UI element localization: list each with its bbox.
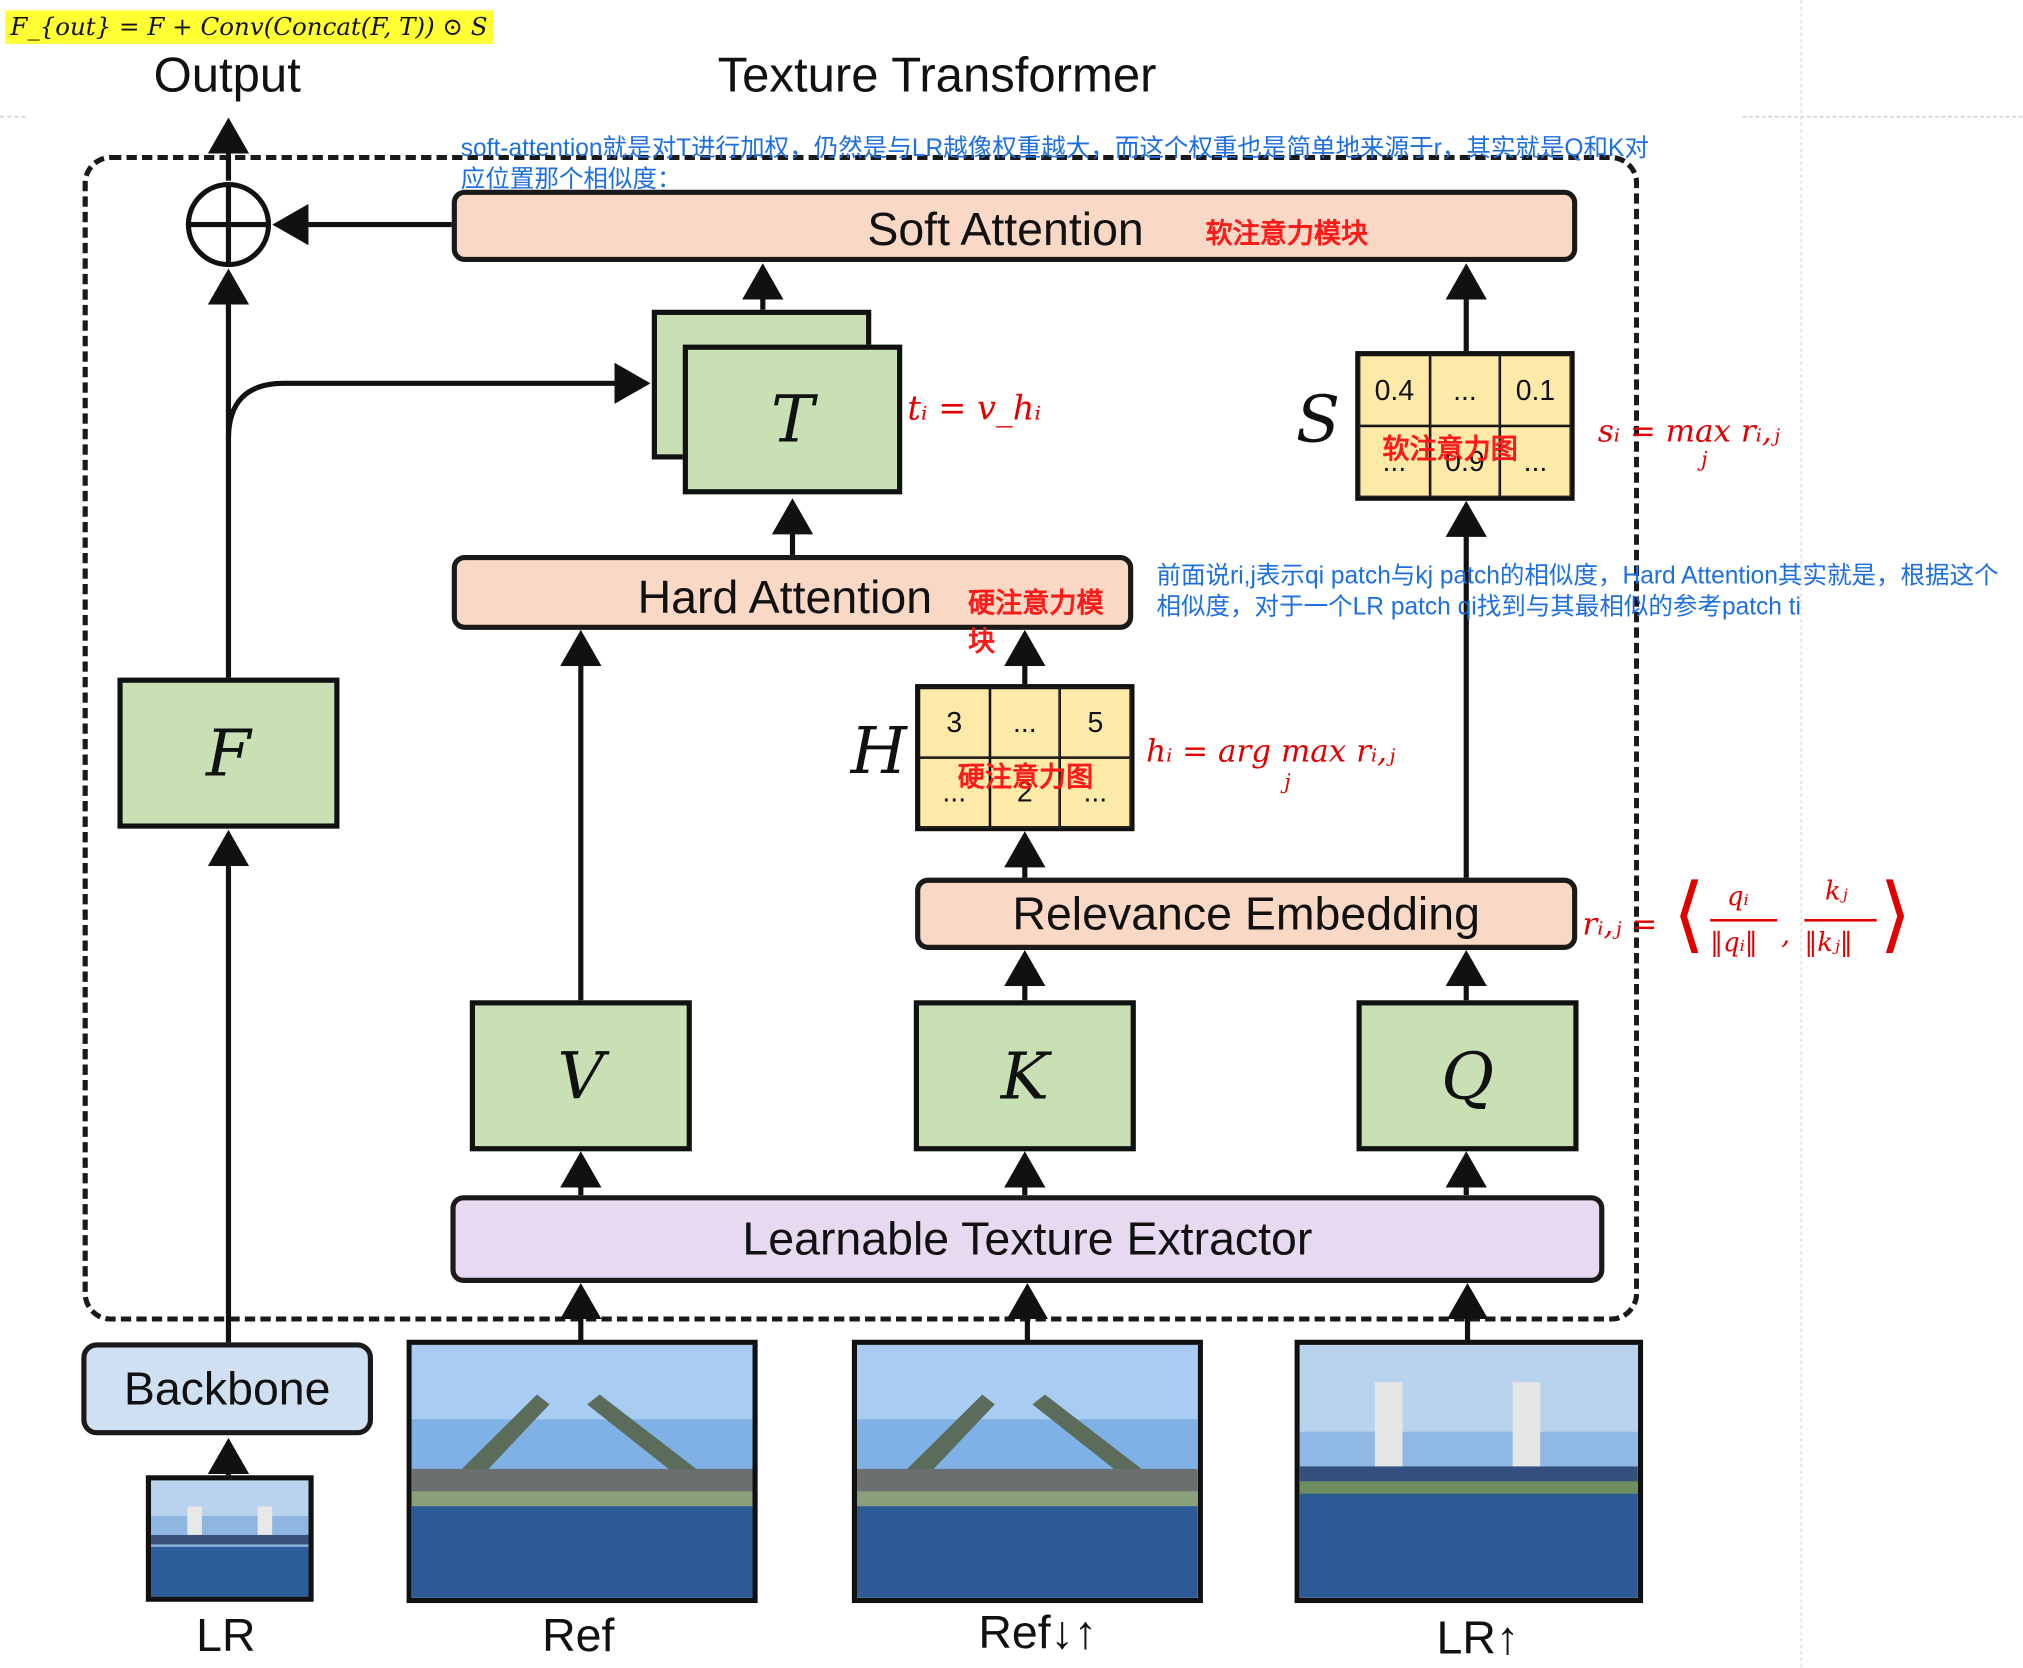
r-equation-lhs: rᵢ,ⱼ = xyxy=(1582,906,1658,943)
elementwise-sum-icon xyxy=(185,181,272,268)
h-cell: ... xyxy=(989,687,1061,758)
key-k-box: K xyxy=(913,1000,1136,1152)
r-k: kⱼ xyxy=(1825,875,1848,907)
diagram-title: Texture Transformer xyxy=(717,49,1157,104)
lr-up-input-image xyxy=(1294,1339,1644,1604)
ref-caption: Ref xyxy=(542,1608,615,1662)
texture-transformer-frame xyxy=(82,154,1640,1322)
h-equation-subscript: j xyxy=(1284,769,1291,794)
lr-caption: LR xyxy=(196,1608,256,1662)
feature-f-label: F xyxy=(206,715,251,791)
soft-map-s-label: S xyxy=(1295,382,1341,457)
output-label: Output xyxy=(153,49,301,104)
r-qn: ‖qᵢ‖ xyxy=(1710,926,1758,958)
s-cell: ... xyxy=(1359,425,1430,497)
lr-up-caption: LR↑ xyxy=(1436,1610,1520,1664)
t-equation: tᵢ = v_hᵢ xyxy=(907,389,1042,429)
s-equation: sᵢ = max rᵢ,ⱼ xyxy=(1597,413,1780,450)
ref-input-image xyxy=(406,1339,758,1604)
page-divider-vertical xyxy=(1800,0,1802,1668)
h-cell: 5 xyxy=(1060,687,1131,758)
hard-map-h-label: H xyxy=(850,713,907,789)
h-cell: 2 xyxy=(989,757,1061,828)
relevance-embedding-label: Relevance Embedding xyxy=(1012,886,1480,940)
backbone-module: Backbone xyxy=(81,1342,374,1436)
hard-attention-note: 前面说ri,j表示qi patch与kj patch的相似度，Hard Atte… xyxy=(1156,562,1999,621)
hard-attention-module: Hard Attention 硬注意力模块 xyxy=(451,555,1134,657)
s-cell: 0.1 xyxy=(1500,354,1571,426)
h-cell: 3 xyxy=(918,687,990,758)
soft-map-cn: 软注意力图 xyxy=(1382,434,1518,465)
ref-down-up-caption: Ref↓↑ xyxy=(978,1605,1098,1659)
s-cell: 0.4 xyxy=(1359,354,1430,426)
r-equation-close-bracket: ⟩ xyxy=(1879,867,1912,963)
soft-attention-map: 0.4 ... 0.1 ... 0.9 ... xyxy=(1355,351,1575,501)
soft-attention-cn: 软注意力模块 xyxy=(1205,219,1369,250)
page-divider-right xyxy=(1742,116,2023,118)
hard-attention-map: 3 ... 5 ... 2 ... xyxy=(915,684,1135,832)
s-cell: ... xyxy=(1500,425,1571,497)
s-equation-subscript: j xyxy=(1701,446,1708,472)
r-equation-open-bracket: ⟨ xyxy=(1672,867,1705,963)
soft-attention-label: Soft Attention xyxy=(867,202,1144,256)
soft-attention-module: Soft Attention 软注意力模块 xyxy=(451,189,1578,263)
key-k-label: K xyxy=(1000,1038,1049,1114)
s-cell: 0.9 xyxy=(1429,425,1501,497)
soft-attention-note: soft-attention就是对T进行加权，仍然是与LR越像权重越大，而这个权… xyxy=(460,135,1649,194)
hard-map-cn: 硬注意力图 xyxy=(957,762,1094,793)
r-comma: , xyxy=(1781,918,1791,952)
texture-t-label: T xyxy=(770,382,815,457)
query-q-box: Q xyxy=(1356,1000,1579,1152)
texture-t-front: T xyxy=(682,344,903,495)
lte-label: Learnable Texture Extractor xyxy=(742,1211,1313,1265)
r-q: qᵢ xyxy=(1726,880,1749,912)
ref-down-up-input-image xyxy=(851,1339,1203,1604)
learnable-texture-extractor: Learnable Texture Extractor xyxy=(450,1195,1605,1283)
h-cell: ... xyxy=(918,757,990,828)
hard-attention-cn: 硬注意力模块 xyxy=(968,588,1104,657)
s-cell: ... xyxy=(1429,354,1501,426)
feature-f-box: F xyxy=(117,677,340,829)
r-kn: ‖kⱼ‖ xyxy=(1804,926,1853,958)
relevance-embedding-module: Relevance Embedding xyxy=(915,877,1578,950)
query-q-label: Q xyxy=(1441,1038,1494,1114)
hard-attention-label: Hard Attention xyxy=(637,570,933,624)
page-divider-left xyxy=(0,116,26,118)
h-cell: ... xyxy=(1060,757,1131,828)
lr-input-image xyxy=(145,1475,314,1602)
value-v-label: V xyxy=(557,1038,605,1114)
r-q-fraction-bar xyxy=(1710,918,1778,922)
output-formula: F_{out} = F + Conv(Concat(F, T)) ⊙ S xyxy=(5,10,493,44)
r-k-fraction-bar xyxy=(1804,918,1877,922)
backbone-label: Backbone xyxy=(123,1361,331,1415)
h-equation: hᵢ = arg max rᵢ,ⱼ xyxy=(1146,733,1396,770)
value-v-box: V xyxy=(469,1000,692,1152)
